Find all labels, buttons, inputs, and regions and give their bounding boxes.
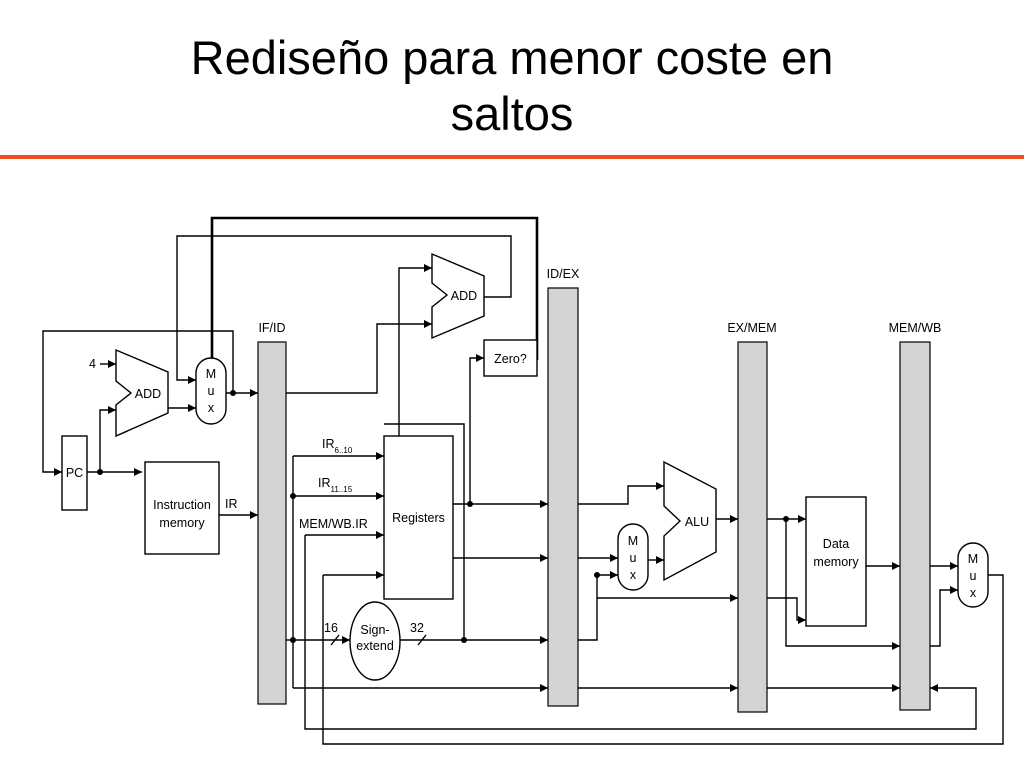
- ir-6-10-label: IR6..10: [322, 437, 353, 455]
- zero-test-label: Zero?: [494, 352, 527, 366]
- mem-wb-register: MEM/WB: [889, 321, 942, 711]
- register-file: Registers: [383, 435, 454, 600]
- diagram-arrowheads: [54, 264, 958, 692]
- ex-mem-label: EX/MEM: [727, 321, 776, 335]
- zero-test: Zero?: [483, 339, 538, 377]
- slide-title-line1: Rediseño para menor coste en: [190, 31, 834, 84]
- alu-mux-label-x: x: [630, 568, 637, 582]
- pc-mux-label-m: M: [206, 367, 216, 381]
- pc-register: PC: [61, 435, 88, 511]
- instruction-memory: Instruction memory: [144, 461, 220, 555]
- ir-11-15-main: IR: [318, 476, 331, 490]
- sign-extend-label-2: extend: [356, 639, 394, 653]
- bus-width-slash-16: [330, 634, 340, 646]
- slide-title-line2: saltos: [450, 87, 574, 140]
- data-memory-label-1: Data: [823, 537, 849, 551]
- data-memory: Data memory: [805, 496, 867, 627]
- if-id-register: IF/ID: [257, 321, 287, 705]
- if-id-label: IF/ID: [258, 321, 285, 335]
- alu-mux-label-m: M: [628, 534, 638, 548]
- alu-label: ALU: [685, 515, 709, 529]
- wb-mux-label-u: u: [970, 569, 977, 583]
- title-divider: [0, 155, 1024, 159]
- pc-mux-label-u: u: [208, 384, 215, 398]
- ex-mem-register: EX/MEM: [727, 321, 777, 713]
- wb-mux: M u x: [957, 542, 989, 608]
- bus-width-slash-32: [417, 634, 427, 646]
- branch-adder-label: ADD: [451, 289, 477, 303]
- wire-labels: 4 IR IR6..10 IR11..15 MEM/WB.IR 16 32: [89, 357, 427, 646]
- ir-6-10-sub: 6..10: [335, 446, 353, 455]
- id-ex-label: ID/EX: [547, 267, 580, 281]
- pc-adder: ADD: [115, 348, 169, 438]
- ir-11-15-label: IR11..15: [318, 476, 353, 494]
- memwb-ir-label: MEM/WB.IR: [299, 517, 368, 531]
- alu: ALU: [663, 460, 717, 582]
- sign-extend-label-1: Sign-: [360, 623, 389, 637]
- id-ex-register: ID/EX: [547, 267, 580, 707]
- data-memory-label-2: memory: [813, 555, 859, 569]
- wb-mux-label-x: x: [970, 586, 977, 600]
- alu-mux: M u x: [617, 523, 649, 591]
- ir-11-15-sub: 11..15: [331, 485, 353, 494]
- ir-6-10-main: IR: [322, 437, 335, 451]
- junction-dots: [97, 390, 789, 643]
- sign-extend: Sign- extend: [349, 601, 401, 681]
- mem-wb-label: MEM/WB: [889, 321, 942, 335]
- wb-mux-label-m: M: [968, 552, 978, 566]
- slide-title: Rediseño para menor coste en saltos: [0, 30, 1024, 142]
- pc-mux-label-x: x: [208, 401, 215, 415]
- pc-mux: M u x: [195, 357, 227, 425]
- instruction-memory-label-1: Instruction: [153, 498, 211, 512]
- const-4-label: 4: [89, 357, 96, 371]
- instruction-memory-label-2: memory: [159, 516, 205, 530]
- pc-adder-label: ADD: [135, 387, 161, 401]
- branch-adder: ADD: [431, 252, 485, 340]
- ir-label: IR: [225, 497, 238, 511]
- pc-label: PC: [66, 466, 83, 480]
- alu-mux-label-u: u: [630, 551, 637, 565]
- register-file-label: Registers: [392, 511, 445, 525]
- bits-32-label: 32: [410, 621, 424, 635]
- bits-16-label: 16: [324, 621, 338, 635]
